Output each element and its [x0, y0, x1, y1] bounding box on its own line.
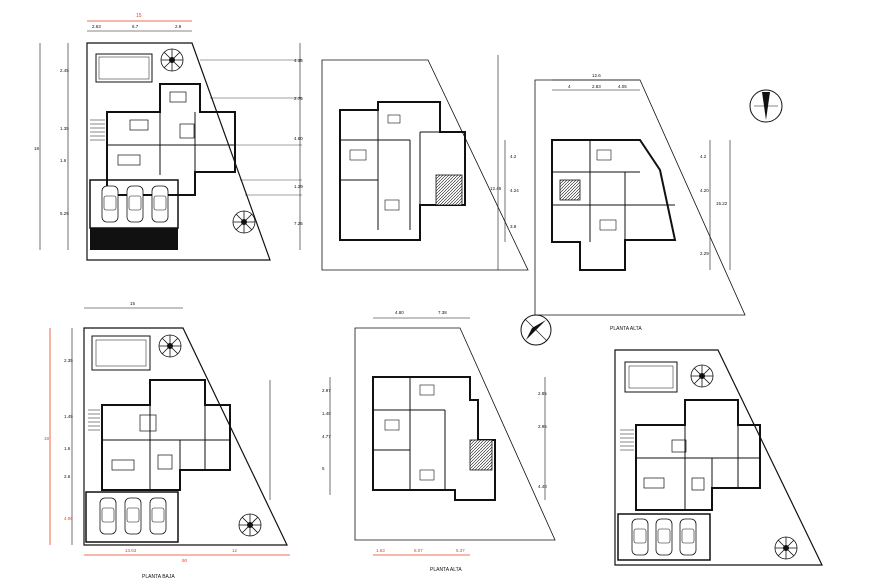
dim-label: 15	[130, 301, 136, 306]
dim-label: 3.8	[510, 224, 517, 229]
dim-label: 12.6	[592, 73, 601, 78]
north-arrow-icon	[520, 314, 552, 346]
dim-label: 2.29	[700, 251, 709, 256]
plan-2-upper-floor: 12.45	[321, 55, 529, 271]
dim-label: 4.60	[294, 136, 303, 141]
dim-label: 1.63	[376, 548, 385, 553]
plan-label: PLANTA BAJA	[142, 574, 175, 580]
dim-label: 2.83	[592, 84, 601, 89]
dim-label: 4.77	[322, 434, 331, 439]
tree-icon	[160, 48, 184, 72]
dim-label: 5.29	[60, 211, 69, 216]
dim-label: 1.29	[294, 184, 303, 189]
dim-label: 12.45	[490, 186, 502, 191]
dim-label: 4.2	[700, 154, 707, 159]
tree-icon	[158, 334, 182, 358]
dim-label: 7.25	[294, 221, 303, 226]
tree-icon	[232, 210, 256, 234]
dim-label: 18	[44, 436, 50, 441]
dim-label: 1.45	[64, 414, 73, 419]
dim-label: 4	[568, 84, 571, 89]
plan-label: PLANTA ALTA	[430, 567, 462, 573]
plan-6-ground-floor	[614, 349, 823, 566]
dim-label: 6.07	[414, 548, 423, 553]
dim-label: 5	[322, 466, 325, 471]
dim-label: 4.80	[395, 310, 404, 315]
dim-label: 90	[182, 558, 188, 563]
dim-label: 2.85	[538, 391, 547, 396]
tree-icon	[690, 364, 714, 388]
plan-5-planta-alta: 4.80 7.38 2.97 1.40 4.77 5 2.85 2.95 4.4…	[322, 310, 556, 573]
dim-label: 2.95	[538, 424, 547, 429]
dim-label: 4.15	[294, 58, 303, 63]
tree-icon	[774, 536, 798, 560]
dim-label: 4.06	[64, 516, 73, 521]
dim-label: 4.20	[700, 188, 709, 193]
dim-label: 7.38	[438, 310, 447, 315]
dim-label: 2.97	[322, 388, 331, 393]
dim-label: 15.22	[716, 201, 728, 206]
dim-label: 1.6	[64, 446, 71, 451]
dim-label: 2.9	[175, 24, 182, 29]
dim-label: 2.75	[294, 96, 303, 101]
dim-label: 6.7	[132, 24, 139, 29]
plan-1-dim-top: 15	[136, 13, 142, 19]
dim-label: 2.45	[60, 68, 69, 73]
dim-label: 18	[34, 146, 40, 151]
north-arrow-icon	[749, 89, 783, 123]
dim-label: 4.24	[510, 188, 519, 193]
dim-label: 1.35	[60, 126, 69, 131]
dim-label: 12	[232, 548, 238, 553]
dim-label: 1.6	[60, 158, 67, 163]
dim-label: 2.6	[64, 474, 71, 479]
dim-label: 4.40	[538, 484, 547, 489]
plan-1-ground-floor: 15 2.63 6.7 2.9 18 2.45 1.35 1.6 5.29 4.…	[34, 13, 303, 261]
plan-4-planta-baja: 15 18 2.35 1.45 1.6 2.6 4.06 13.63 90 12…	[44, 301, 290, 580]
dim-label: 4.2	[510, 154, 517, 159]
tree-icon	[238, 513, 262, 537]
dim-label: 4.05	[618, 84, 627, 89]
plan-label: PLANTA ALTA	[610, 326, 642, 332]
dim-label: 1.40	[322, 411, 331, 416]
dim-label: 5.37	[456, 548, 465, 553]
dim-label: 2.35	[64, 358, 73, 363]
dim-label: 13.63	[125, 548, 137, 553]
dim-label: 2.63	[92, 24, 101, 29]
plan-3-upper-floor: 12.6 4 2.83 4.05 4.2 4.24 3.8 4.2 4.20 1…	[504, 73, 746, 332]
